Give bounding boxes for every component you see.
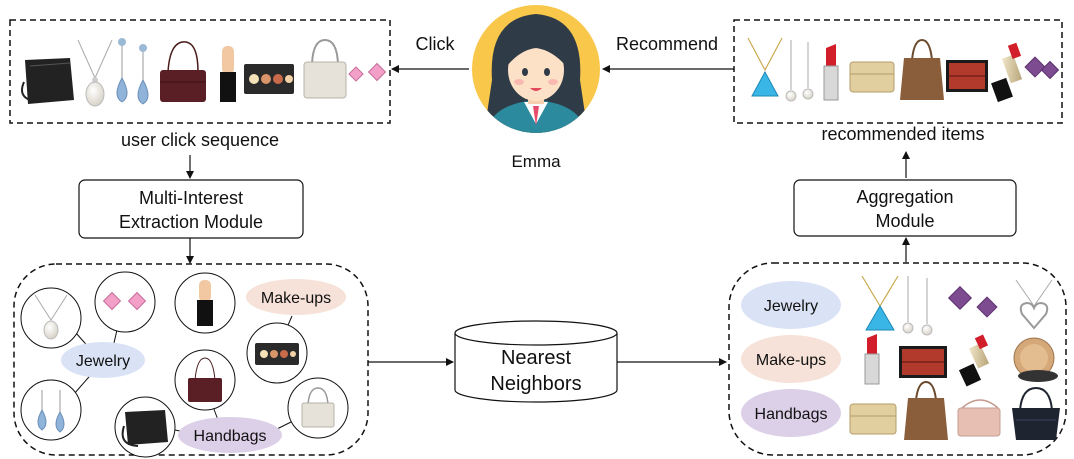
node-pearl-icon bbox=[34, 294, 68, 340]
nearest-neighbors-line2: Neighbors bbox=[490, 373, 581, 395]
pearl-drop-earrings-icon bbox=[785, 40, 814, 102]
cluster-compact-icon bbox=[1013, 337, 1058, 382]
handbags-interest-pill-right bbox=[741, 389, 841, 437]
pink-studs-icon bbox=[348, 62, 387, 82]
blue-earrings-icon bbox=[116, 38, 149, 105]
handbags-interest-label-right: Handbags bbox=[755, 406, 828, 423]
brown-tote-icon bbox=[900, 38, 944, 100]
pearl-pendant-node bbox=[20, 287, 82, 349]
cluster-red-lipstick-icon bbox=[864, 334, 880, 385]
cluster-brown-tote-icon bbox=[904, 380, 948, 440]
makeups-interest-pill-left bbox=[246, 279, 346, 315]
jewelry-interest-label-right: Jewelry bbox=[764, 298, 818, 315]
node-palette-icon bbox=[255, 343, 299, 365]
aggregation-module-line1: Aggregation bbox=[856, 187, 953, 207]
handbags-interest-pill-left bbox=[178, 417, 282, 453]
recommend-label: Recommend bbox=[616, 34, 718, 54]
extraction-module-line2: Extraction Module bbox=[119, 212, 263, 232]
cluster-red-palette-icon bbox=[899, 346, 947, 378]
cluster-gold-lipstick-icon bbox=[958, 334, 990, 387]
cluster-heart-necklace-icon bbox=[1015, 279, 1053, 330]
makeups-interest-label-left: Make-ups bbox=[261, 290, 331, 307]
makeups-interest-label-right: Make-ups bbox=[756, 352, 826, 369]
recommended-cluster-box bbox=[728, 262, 1067, 456]
cluster-blue-pendant-icon bbox=[861, 275, 899, 331]
blue-pendant-icon bbox=[747, 37, 783, 97]
recommended-items-label: recommended items bbox=[821, 124, 984, 144]
eyeshadow-palette-icon bbox=[244, 64, 294, 94]
aggregation-module-box bbox=[793, 179, 1017, 237]
purple-studs-icon bbox=[1024, 56, 1060, 80]
recommended-cluster-items bbox=[849, 275, 1060, 440]
click-sequence-items bbox=[21, 38, 387, 107]
beige-bag-icon bbox=[849, 61, 895, 93]
nearest-neighbors-cylinder bbox=[454, 320, 618, 403]
white-handbag-icon bbox=[303, 38, 347, 99]
handbags-interest-label-left: Handbags bbox=[194, 428, 267, 445]
node-studs-icon bbox=[102, 291, 147, 311]
jewelry-interest-label-left: Jewelry bbox=[76, 353, 130, 370]
user-avatar bbox=[472, 5, 600, 133]
blue-earrings-node bbox=[20, 379, 82, 441]
interest-cluster-box bbox=[13, 263, 369, 456]
red-lipstick-icon bbox=[823, 44, 839, 101]
recommended-items bbox=[747, 37, 1060, 103]
click-sequence-box bbox=[9, 19, 391, 124]
red-palette-icon bbox=[946, 60, 988, 92]
recommended-items-box bbox=[733, 19, 1063, 124]
click-sequence-label: user click sequence bbox=[121, 130, 279, 150]
makeups-interest-pill-right bbox=[741, 335, 841, 383]
cluster-pearl-earrings-icon bbox=[902, 276, 933, 336]
extraction-module-box bbox=[78, 179, 304, 239]
cluster-beige-bag-icon bbox=[849, 403, 897, 435]
concealer-tube-icon bbox=[220, 46, 236, 102]
pearl-pendant-icon bbox=[77, 39, 113, 107]
node-white-handbag-icon bbox=[301, 387, 335, 428]
cluster-purple-studs-icon bbox=[947, 285, 998, 318]
jewelry-interest-pill-left bbox=[61, 342, 145, 378]
aggregation-module-line2: Module bbox=[875, 211, 934, 231]
jewelry-interest-pill-right bbox=[741, 281, 841, 329]
pink-studs-node bbox=[94, 271, 156, 333]
cluster-black-bag-icon bbox=[1012, 386, 1060, 440]
user-name-label: Emma bbox=[511, 152, 561, 171]
node-clutch-icon bbox=[188, 357, 222, 402]
gold-lipstick-icon bbox=[991, 42, 1023, 103]
extraction-module-line1: Multi-Interest bbox=[139, 188, 243, 208]
interest-item-icons bbox=[34, 280, 335, 447]
node-blue-earrings-icon bbox=[37, 390, 65, 433]
node-black-handbag-icon bbox=[121, 410, 168, 447]
click-label: Click bbox=[416, 34, 456, 54]
handbag-black-icon bbox=[21, 58, 74, 104]
nearest-neighbors-line1: Nearest bbox=[501, 347, 571, 369]
brown-clutch-icon bbox=[160, 41, 206, 102]
node-concealer-icon bbox=[197, 280, 213, 326]
cluster-pink-bag-icon bbox=[957, 399, 1001, 437]
